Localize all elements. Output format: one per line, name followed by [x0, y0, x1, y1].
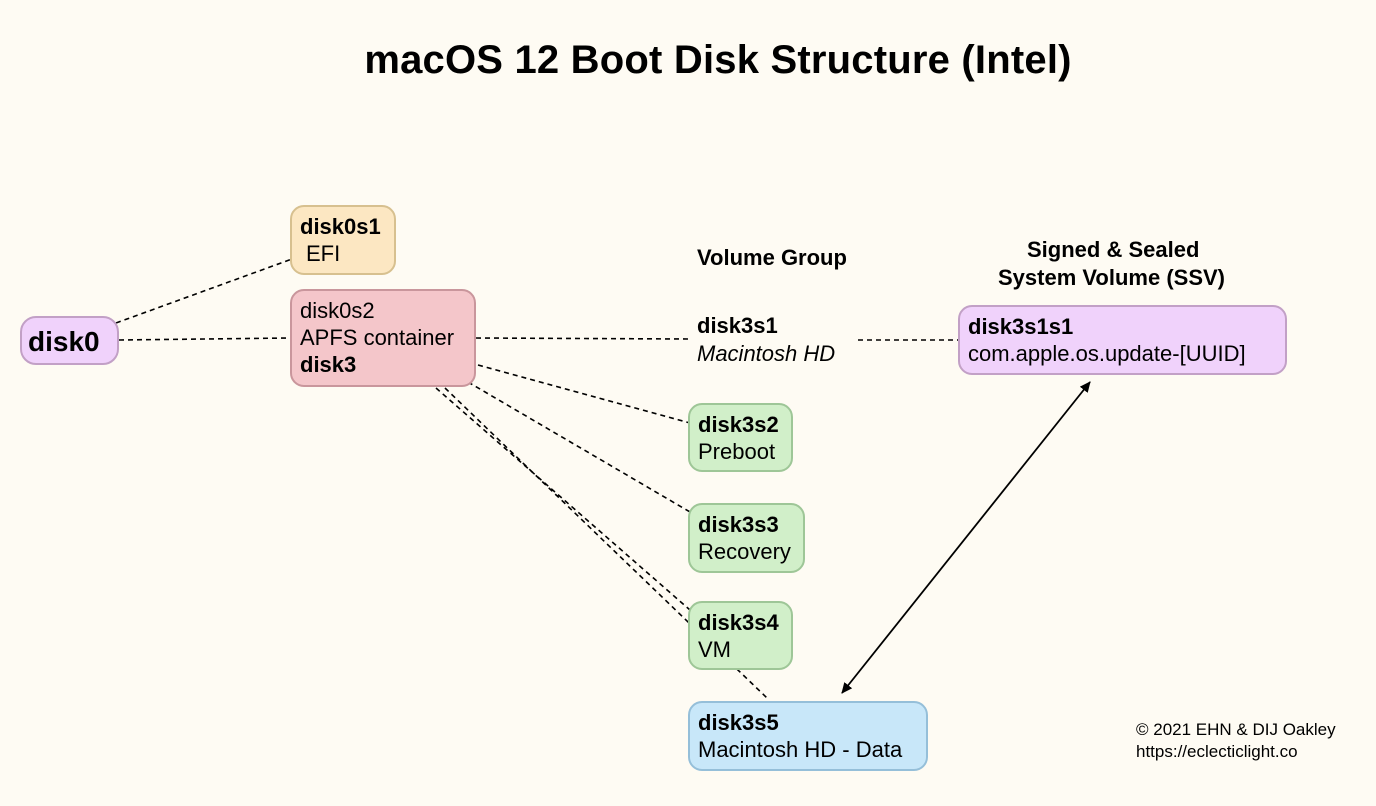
- disk3s3-id: disk3s3: [698, 512, 779, 537]
- node-disk3s5: disk3s5 Macintosh HD - Data: [688, 701, 928, 771]
- disk0s2-id: disk0s2: [300, 298, 375, 323]
- disk3s1s1-name: com.apple.os.update-[UUID]: [968, 341, 1246, 366]
- node-disk3s3: disk3s3 Recovery: [688, 503, 805, 573]
- node-disk0: disk0: [20, 316, 119, 365]
- ssv-header-line2: System Volume (SSV): [998, 265, 1225, 290]
- connector-disk0s2-disk3s3: [467, 381, 691, 513]
- disk3s5-name: Macintosh HD - Data: [698, 737, 903, 762]
- node-disk3s1s1: disk3s1s1 com.apple.os.update-[UUID]: [958, 305, 1287, 375]
- ssv-header-line1: Signed & Sealed: [1027, 237, 1200, 262]
- disk0-label: disk0: [28, 326, 100, 357]
- node-disk3s1: disk3s1 Macintosh HD: [697, 312, 835, 368]
- disk0s2-container: disk3: [300, 352, 357, 377]
- diagram-title: macOS 12 Boot Disk Structure (Intel): [364, 38, 1072, 82]
- disk3s5-id: disk3s5: [698, 710, 779, 735]
- node-disk0s2: disk0s2 APFS container disk3: [290, 289, 476, 387]
- disk3s3-name: Recovery: [698, 539, 791, 564]
- connector-disk0-disk0s1: [115, 258, 293, 324]
- disk0s1-name: EFI: [306, 241, 341, 266]
- connector-disk0-disk0s2: [118, 337, 291, 341]
- node-disk0s1: disk0s1 EFI: [290, 205, 396, 275]
- disk3s2-name: Preboot: [698, 439, 776, 464]
- volume-group-header: Volume Group: [697, 245, 847, 270]
- node-disk3s2: disk3s2 Preboot: [688, 403, 793, 472]
- connector-disk0s2-disk3s2: [477, 364, 691, 424]
- website-link[interactable]: https://eclecticlight.co: [1136, 742, 1298, 761]
- connector-disk0s2-disk3s4: [435, 387, 691, 611]
- connector-disk0s2-disk3s1: [475, 337, 689, 340]
- disk3s2-id: disk3s2: [698, 412, 779, 437]
- ssv-data-double-arrow: [841, 381, 1091, 694]
- disk0s2-desc: APFS container: [300, 325, 455, 350]
- disk0s1-id: disk0s1: [300, 214, 381, 239]
- disk3s4-name: VM: [698, 637, 731, 662]
- node-disk3s4: disk3s4 VM: [688, 601, 793, 670]
- disk3s1-name: Macintosh HD: [697, 341, 836, 366]
- copyright-text: © 2021 EHN & DIJ Oakley: [1136, 720, 1336, 739]
- disk3s4-id: disk3s4: [698, 610, 779, 635]
- disk3s1-id: disk3s1: [697, 313, 778, 338]
- disk3s1s1-id: disk3s1s1: [968, 314, 1074, 339]
